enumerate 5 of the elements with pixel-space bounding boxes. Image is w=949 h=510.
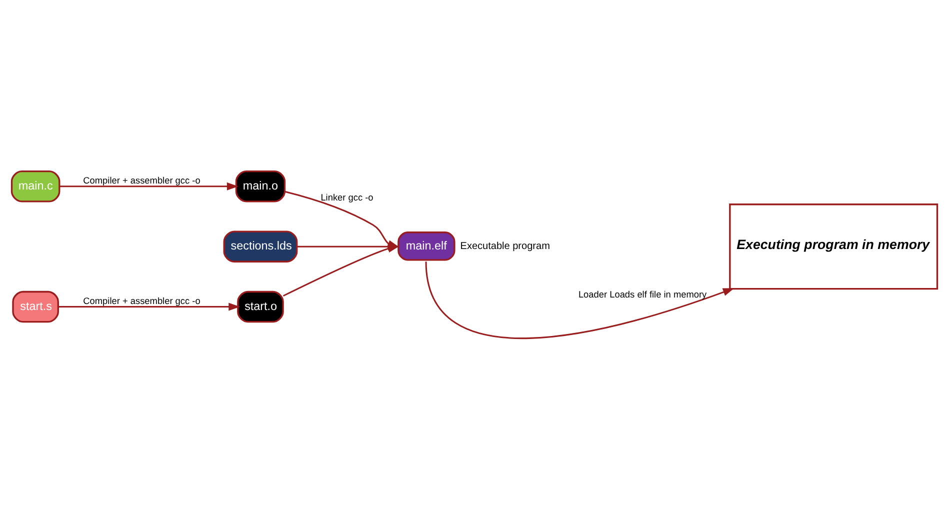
edge-label: Loader Loads elf file in memory	[578, 289, 707, 300]
edge-label: Compiler + assembler gcc -o	[83, 296, 200, 306]
node-label: Executable program	[460, 240, 550, 252]
edge-label: Compiler + assembler gcc -o	[83, 176, 200, 186]
edge-label: Linker gcc -o	[320, 192, 374, 202]
